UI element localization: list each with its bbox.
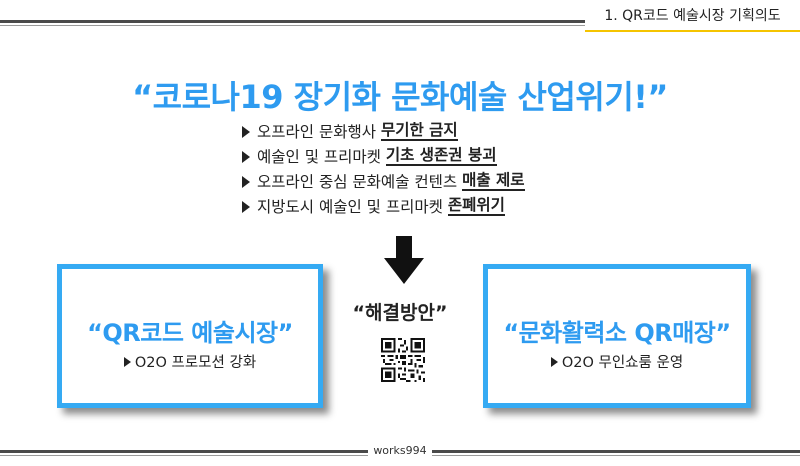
bullet-triangle-icon: [242, 125, 250, 138]
bullet-emphasis: 무기한 금지: [380, 120, 458, 141]
bullet-text: 지방도시 예술인 및 프리마켓: [257, 197, 443, 216]
solution-box-qr-market: “QR코드 예술시장” O2O 프로모션 강화: [57, 264, 323, 408]
footer-rule-thin-left: [0, 455, 368, 456]
footer-rule-right: [432, 450, 800, 453]
footer-rule-left: [0, 450, 368, 453]
header-rule: [0, 20, 585, 23]
section-title: 1. QR코드 예술시장 기획의도: [604, 8, 781, 24]
box-subtitle-text: O2O 프로모션 강화: [134, 355, 257, 371]
footer-rule-thin-right: [432, 455, 800, 456]
section-tab: 1. QR코드 예술시장 기획의도: [585, 0, 800, 32]
bullet-triangle-icon: [242, 200, 250, 213]
solution-box-qr-store: “문화활력소 QR매장” O2O 무인쇼룸 운영: [483, 264, 751, 408]
footer-text: works994: [373, 444, 427, 457]
bullet-text: 오프라인 중심 문화예술 컨텐츠: [257, 172, 458, 191]
solution-label: “해결방안”: [352, 302, 448, 324]
bullet-emphasis: 기초 생존권 붕괴: [385, 145, 497, 166]
qr-code-icon: [381, 338, 425, 382]
bullet-text: 오프라인 문화행사: [257, 122, 377, 141]
list-item: 예술인 및 프리마켓 기초 생존권 붕괴: [242, 143, 525, 168]
box-subtitle: O2O 무인쇼룸 운영: [488, 351, 746, 372]
problem-list: 오프라인 문화행사 무기한 금지 예술인 및 프리마켓 기초 생존권 붕괴 오프…: [242, 118, 525, 218]
arrow-down-icon: [384, 236, 424, 284]
header-rule-thin: [0, 25, 585, 26]
box-subtitle: O2O 프로모션 강화: [62, 351, 318, 372]
list-item: 오프라인 중심 문화예술 컨텐츠 매출 제로: [242, 168, 525, 193]
bullet-triangle-icon: [242, 175, 250, 188]
bullet-triangle-icon: [242, 150, 250, 163]
bullet-emphasis: 매출 제로: [462, 170, 525, 191]
list-item: 지방도시 예술인 및 프리마켓 존폐위기: [242, 193, 525, 218]
bullet-triangle-icon: [550, 356, 558, 367]
box-subtitle-text: O2O 무인쇼룸 운영: [561, 355, 684, 371]
box-title: “문화활력소 QR매장”: [503, 319, 731, 347]
bullet-emphasis: 존폐위기: [447, 195, 505, 216]
headline: “코로나19 장기화 문화예술 산업위기!”: [132, 78, 668, 116]
box-title: “QR코드 예술시장”: [87, 319, 293, 347]
list-item: 오프라인 문화행사 무기한 금지: [242, 118, 525, 143]
bullet-text: 예술인 및 프리마켓: [257, 147, 381, 166]
bullet-triangle-icon: [123, 356, 131, 367]
